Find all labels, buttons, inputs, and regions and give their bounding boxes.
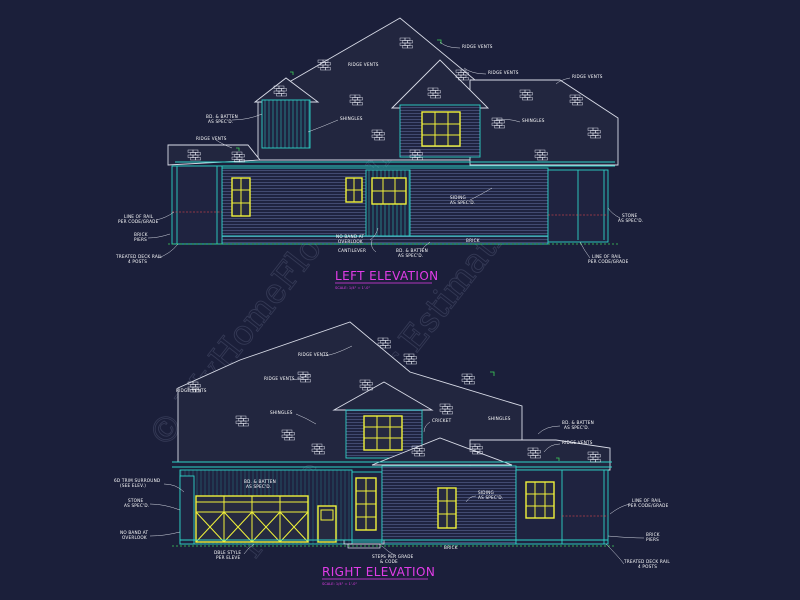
note-steps: STEPS PER GRADE <box>372 554 414 559</box>
note-trim-surround: 6D TRIM SURROUND <box>114 478 160 483</box>
right-elevation-notes: RIDGE VENTS RIDGE VENTS RIDGE VENTS RIDG… <box>114 345 670 569</box>
note-line-of-rail-grade: PER CODE/GRADE <box>118 219 159 224</box>
right-elevation-drawing <box>172 321 616 549</box>
note-shingles: SHINGLES <box>340 116 363 121</box>
side-door <box>317 505 337 543</box>
note-brick: BRICK <box>444 545 458 550</box>
note-ridge-vents: RIDGE VENTS <box>572 74 603 79</box>
right-elevation-scale: SCALE: 1/4" = 1'-0" <box>322 582 357 586</box>
note-ridge-vents: RIDGE VENTS <box>488 70 519 75</box>
note-bd-batten: BD. & BATTEN <box>396 248 428 253</box>
note-line-of-rail-grade: PER CODE/GRADE <box>628 503 669 508</box>
left-porch <box>171 165 223 245</box>
note-shingles: SHINGLES <box>270 410 293 415</box>
note-cantilever: CANTILEVER <box>338 248 366 253</box>
note-ridge-vents: RIDGE VENTS <box>462 44 493 49</box>
note-siding: SIDING <box>478 490 494 495</box>
note-overlook: OVERLOOK <box>122 535 147 540</box>
note-brick: BRICK <box>646 532 660 537</box>
note-bd-batten-spec: AS SPEC'D. <box>208 119 233 124</box>
note-line-of-rail: LINE OF RAIL <box>632 498 662 503</box>
note-line-of-rail: LINE OF RAIL <box>124 214 154 219</box>
note-siding-spec: AS SPEC'D. <box>478 495 503 500</box>
note-treated-deck-rail: TREATED DECK RAIL <box>623 559 670 564</box>
note-brick: BRICK <box>134 232 148 237</box>
note-bd-batten: BD. & BATTEN <box>206 114 238 119</box>
left-elevation-scale: SCALE: 1/4" = 1'-0" <box>335 286 370 290</box>
note-stone-spec: AS SPEC'D. <box>618 218 643 223</box>
note-ridge-vents: RIDGE VENTS <box>298 352 329 357</box>
dormer-window <box>363 415 403 451</box>
note-shingles-2: SHINGLES <box>488 416 511 421</box>
note-code: & CODE <box>380 559 398 564</box>
note-bd-batten-spec: AS SPEC'D. <box>398 253 423 258</box>
note-shingles: SHINGLES <box>522 118 545 123</box>
note-ridge-vents-2: RIDGE VENTS <box>348 62 379 67</box>
note-ridge-vents-left: RIDGE VENTS <box>176 388 207 393</box>
left-elevation-title: LEFT ELEVATION <box>335 269 439 283</box>
note-ridge-vents: RIDGE VENTS <box>264 376 295 381</box>
note-no-band: NO BAND AT <box>120 530 149 535</box>
note-overlook: OVERLOOK <box>338 239 363 244</box>
note-bd-batten-spec: AS SPEC'D. <box>564 425 589 430</box>
note-line-of-rail-grade: PER CODE/GRADE <box>588 259 629 264</box>
note-cricket: CRICKET <box>432 418 452 423</box>
note-piers: PIERS <box>134 237 147 242</box>
right-window-2 <box>525 481 555 519</box>
note-stone-spec: AS SPEC'D. <box>124 503 149 508</box>
note-siding-spec: AS SPEC'D. <box>450 200 475 205</box>
note-brick: BRICK <box>466 238 480 243</box>
note-see-elev: (SEE ELEV.) <box>120 483 146 488</box>
note-no-band: NO BAND AT <box>336 234 365 239</box>
note-posts: 4 POSTS <box>128 259 147 264</box>
note-line-of-rail: LINE OF RAIL <box>592 254 622 259</box>
note-stone: STONE <box>128 498 143 503</box>
note-per-elev: PER ELEVE <box>216 555 241 560</box>
note-treated-deck-rail: TREATED DECK RAIL <box>115 254 162 259</box>
note-carriage-door: DBLE STYLE <box>214 550 241 555</box>
note-bd-batten-spec: AS SPEC'D. <box>246 484 271 489</box>
note-bd-batten: BD. & BATTEN <box>562 420 594 425</box>
note-siding: SIDING <box>450 195 466 200</box>
note-bd-batten: BD. & BATTEN <box>244 479 276 484</box>
note-ridge-vents: RIDGE VENTS <box>196 136 227 141</box>
left-elevation-drawing <box>167 17 620 245</box>
left-elevation-notes: RIDGE VENTS RIDGE VENTS RIDGE VENTS RIDG… <box>115 41 643 264</box>
note-ridge-vents: RIDGE VENTS <box>562 440 593 445</box>
note-posts: 4 POSTS <box>638 564 657 569</box>
dormer-window <box>421 111 461 147</box>
note-stone: STONE <box>622 213 637 218</box>
note-piers: PIERS <box>646 537 659 542</box>
right-elevation-title: RIGHT ELEVATION <box>322 565 435 579</box>
